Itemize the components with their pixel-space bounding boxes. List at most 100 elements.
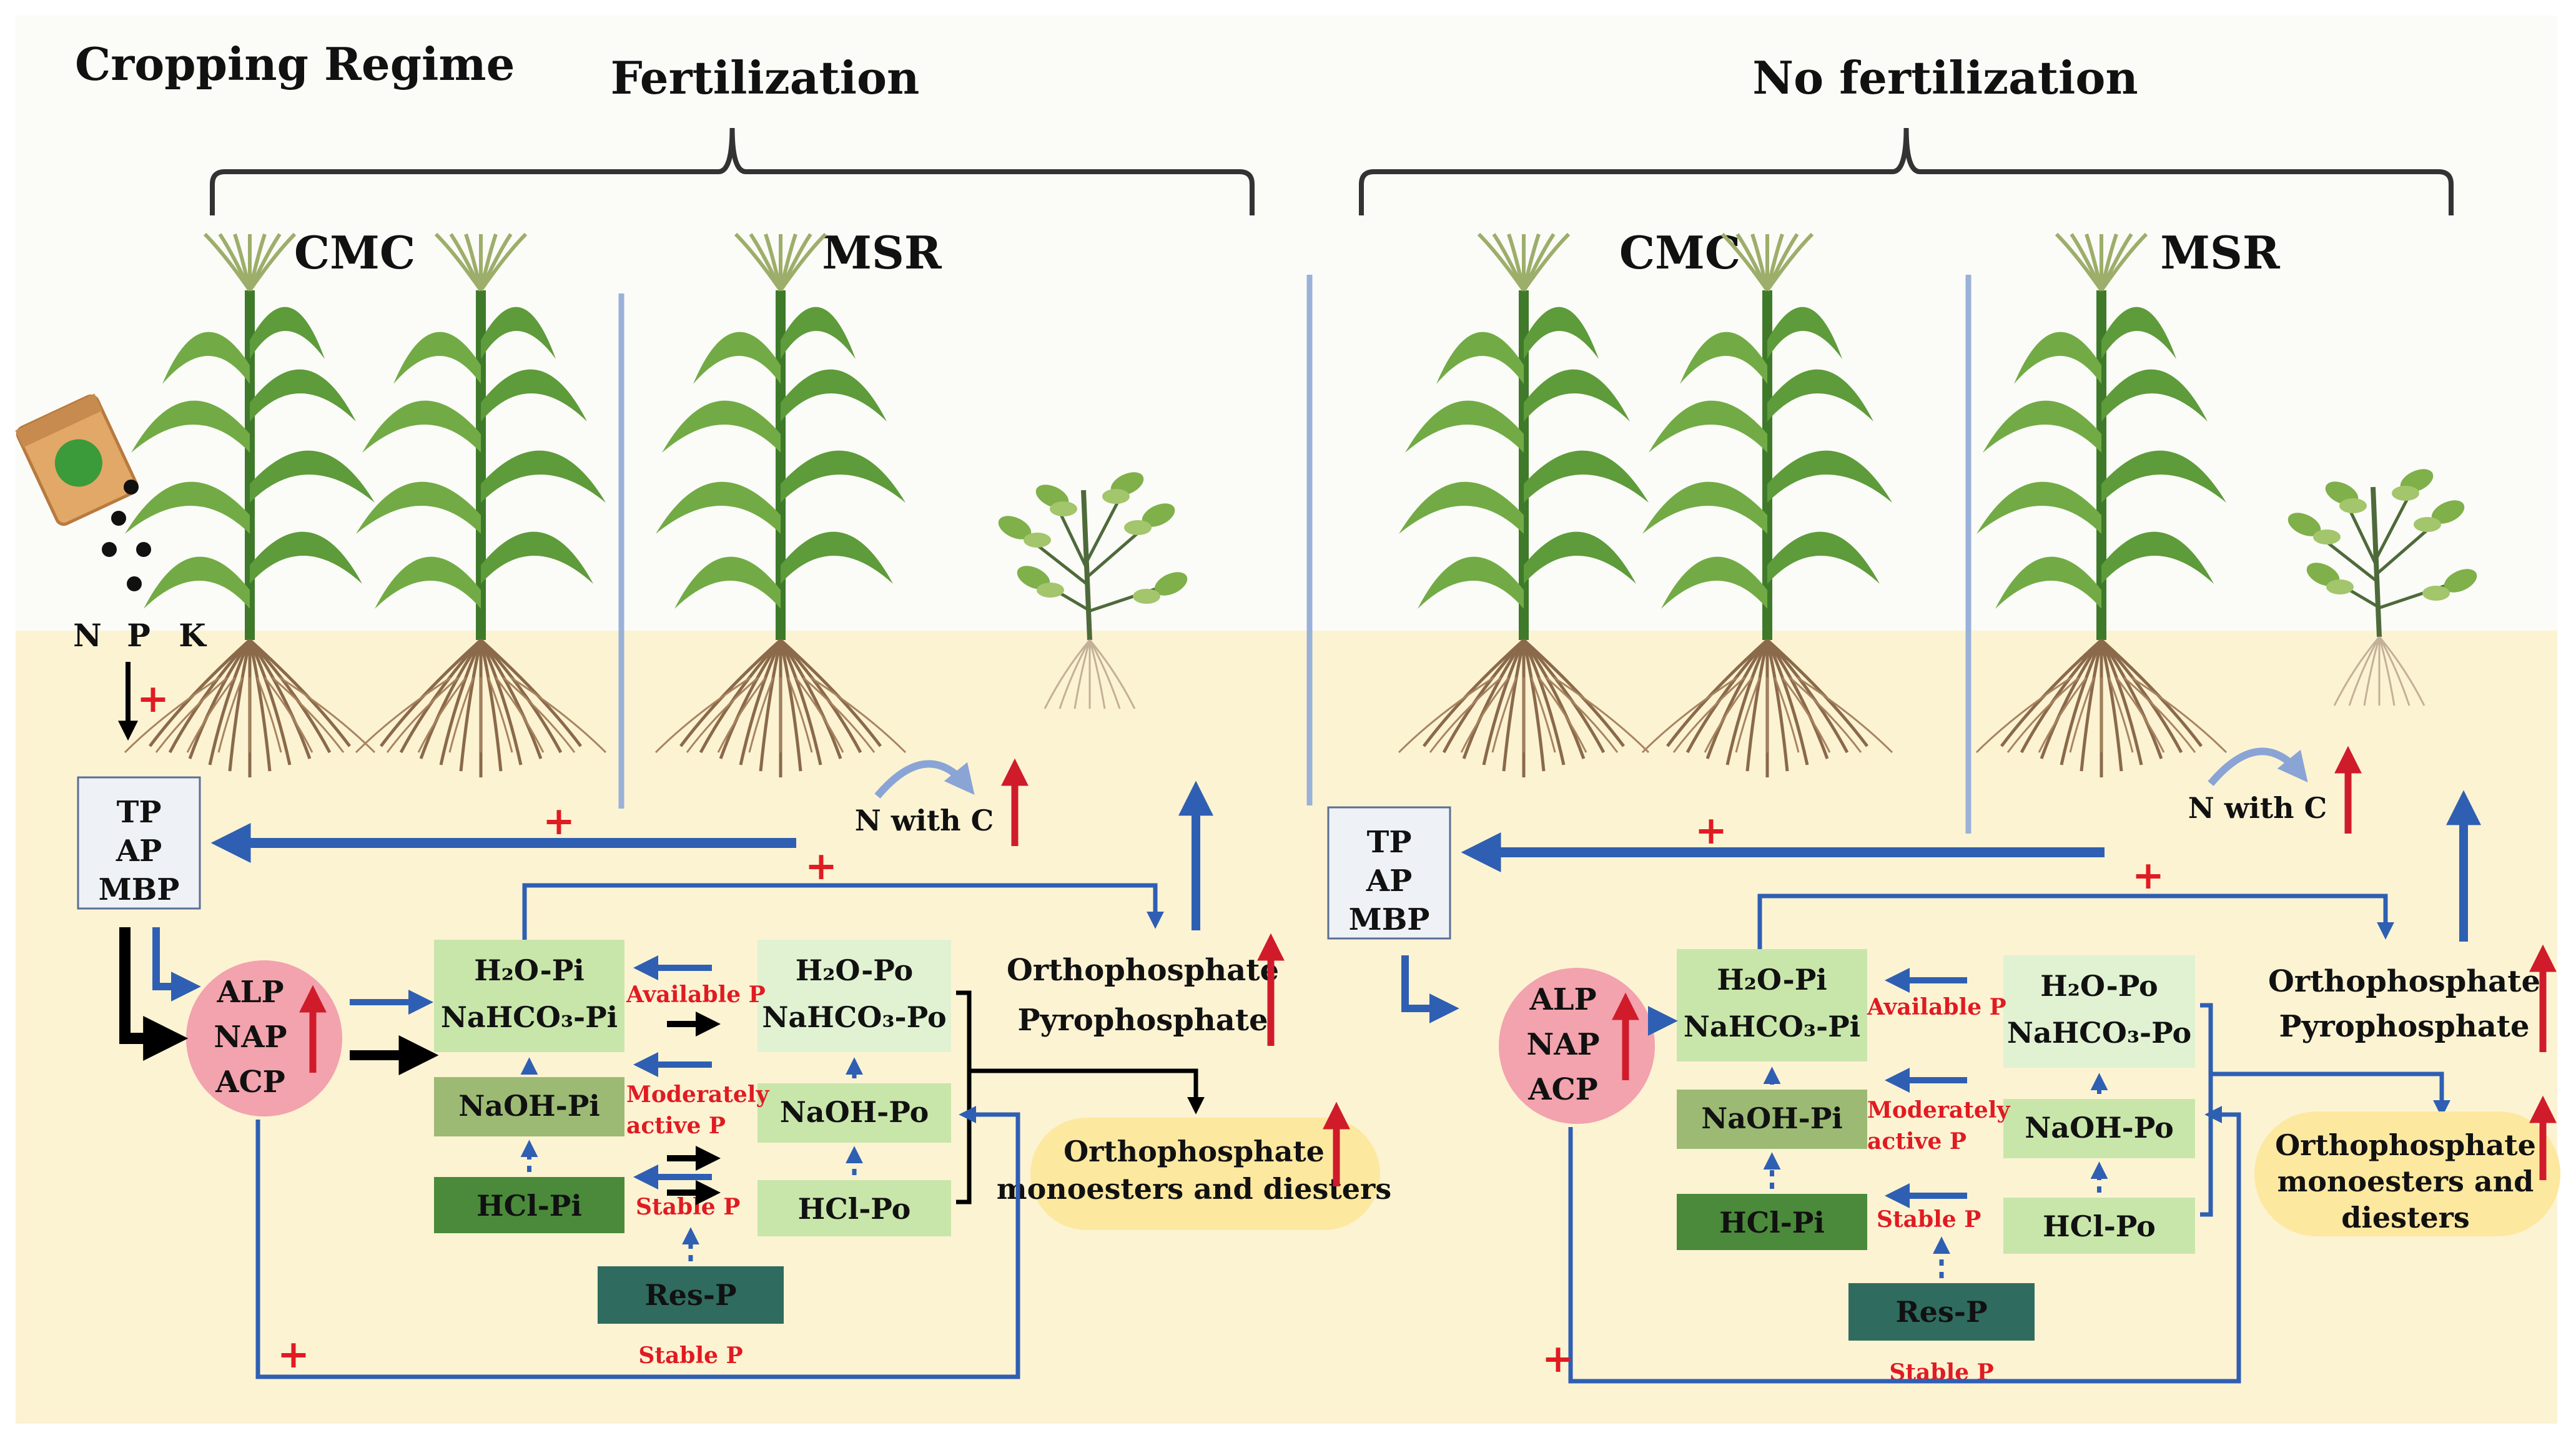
nofert-nahco3-po-label: NaHCO₃-Po [2007, 1016, 2191, 1050]
fert-monoesters-line-0: Orthophosphate [1063, 1135, 1325, 1168]
nofert-moderately-label: Moderately [1867, 1097, 2010, 1123]
fertilizer-granule [136, 542, 151, 557]
figure-title: Cropping Regime [75, 37, 515, 91]
fert-naoh-po-box [758, 1083, 951, 1143]
fert-n-with-c-cycle-icon [874, 760, 975, 799]
nofert-soil-pool-tp: TP [1367, 825, 1412, 860]
nofert-soil-pool-ap: AP [1366, 864, 1412, 899]
fert-cmc-maize-plant-1 [124, 232, 376, 777]
fert-soil-pool-mbp: MBP [99, 872, 180, 907]
fert-hcl-pi-label: HCl-Pi [476, 1189, 582, 1223]
nofert-soil-pool-box [1327, 806, 1451, 940]
fert-available-pi-box [434, 940, 624, 1052]
nofert-enzyme-alp: ALP [1529, 982, 1596, 1017]
fert-h2o-pi-label: H₂O-Pi [474, 953, 585, 987]
nofert-h2o-po-label: H₂O-Po [2040, 969, 2158, 1003]
fert-feedback-plus-1: + [543, 798, 575, 844]
fert-cmc-label: CMC [294, 226, 415, 279]
nofert-h2o-pi-label: H₂O-Pi [1717, 963, 1827, 997]
nofert-cmc-label: CMC [1619, 226, 1740, 279]
no-fertilization-heading: No fertilization [1752, 51, 2138, 104]
fert-available-po-box [758, 940, 951, 1052]
nofert-feedback-plus-2: + [2132, 852, 2164, 898]
nofert-enzyme-nap: NAP [1526, 1027, 1599, 1062]
nofert-pi-to-orthophosphate-connector [1757, 894, 2394, 949]
fert-naoh-pi-label: NaOH-Pi [458, 1089, 600, 1123]
nofert-hcl-po-box [2003, 1198, 2195, 1254]
npk-p: P [127, 617, 151, 654]
nofert-hcl-pi-box [1677, 1194, 1867, 1250]
nofert-bottom-feedback-loop [1568, 1106, 2241, 1384]
fert-naoh-pi-box [434, 1077, 624, 1136]
nofert-active-p-label: active P [1867, 1128, 1967, 1155]
fert-bottom-feedback-loop [255, 1106, 1020, 1379]
fertilizer-bag-icon [15, 393, 139, 526]
nofert-naoh-pi-box [1677, 1090, 1867, 1149]
nofert-naoh-po-label: NaOH-Po [2025, 1111, 2174, 1145]
fertilizer-granule [127, 576, 142, 591]
fert-po-to-monoesters-connector [969, 1068, 1205, 1115]
fert-soil-pool-to-enzyme-blue [152, 927, 201, 1002]
fert-res-p-box [598, 1266, 784, 1324]
fert-hcl-po-label: HCl-Po [798, 1192, 911, 1226]
nofert-available-pi-box [1677, 949, 1867, 1061]
fert-n-with-c-label: N with C [855, 804, 994, 837]
fertilizer-granule [102, 542, 117, 557]
nofert-monoesters-oval [2254, 1111, 2560, 1236]
nofert-soil-pool-to-enzyme-blue [1401, 955, 1459, 1023]
fert-msr-soybean-plant [998, 472, 1188, 709]
fert-enzyme-acp: ACP [215, 1065, 285, 1100]
fert-cmc-maize-plant-2 [355, 232, 607, 777]
nofert-orthophosphate-label: Orthophosphate [2268, 964, 2540, 999]
nofert-monoesters-line-1: monoesters and [2277, 1165, 2534, 1198]
fert-active-p-label: active P [626, 1113, 726, 1139]
fert-enzyme-nap: NAP [214, 1020, 287, 1055]
npk-n: N [73, 617, 102, 654]
fert-pi-to-orthophosphate-connector [522, 883, 1164, 940]
nofert-enzyme-acp: ACP [1527, 1072, 1598, 1107]
no-fertilization-brace [1359, 127, 2454, 215]
nofert-cmc-maize-plant-1 [1398, 232, 1650, 777]
fert-moderately-label: Moderately [626, 1081, 769, 1108]
fert-enzyme-alp: ALP [216, 975, 284, 1010]
fert-hcl-pi-box [434, 1177, 624, 1233]
nofert-available-p-label: Available P [1867, 994, 2006, 1020]
nofert-naoh-po-box [2003, 1099, 2195, 1158]
fert-h2o-po-label: H₂O-Po [796, 953, 914, 987]
nofert-nahco3-pi-label: NaHCO₃-Pi [1684, 1010, 1860, 1043]
fert-msr-label: MSR [822, 226, 942, 279]
fert-soil-pool-ap: AP [116, 834, 162, 869]
fert-available-p-label: Available P [626, 982, 766, 1008]
fert-hcl-po-box [758, 1180, 951, 1236]
fert-nahco3-po-label: NaHCO₃-Po [762, 1000, 946, 1034]
fert-stable-p-mid-label: Stable P [636, 1194, 740, 1220]
nofert-msr-maize-plant [1975, 232, 2228, 777]
fert-feedback-plus-2: + [805, 843, 837, 889]
nofert-msr-label: MSR [2160, 226, 2281, 279]
fert-nahco3-pi-label: NaHCO₃-Pi [441, 1000, 618, 1034]
fertilization-brace [210, 127, 1255, 215]
nofert-n-with-c-label: N with C [2188, 791, 2327, 825]
nofert-monoesters-line-2: diesters [2341, 1201, 2469, 1234]
fert-res-p-label: Res-P [644, 1278, 736, 1312]
nofert-hcl-po-label: HCl-Po [2043, 1209, 2156, 1243]
nofert-bottom-loop-plus: + [1542, 1336, 1574, 1381]
nofert-res-p-label: Res-P [1895, 1295, 1987, 1329]
fert-soil-pool-to-enzyme-black [119, 927, 189, 1061]
nofert-res-p-box [1848, 1283, 2035, 1341]
nofert-soil-pool-mbp: MBP [1349, 902, 1430, 937]
npk-k: K [179, 617, 207, 654]
fert-po-bracket [956, 990, 972, 1204]
nofert-monoesters-line-0: Orthophosphate [2275, 1128, 2536, 1162]
nofert-naoh-pi-label: NaOH-Pi [1701, 1101, 1843, 1135]
fert-soil-pool-box [77, 776, 201, 910]
fertilizer-granule [111, 511, 126, 526]
nofert-msr-soybean-plant [2287, 469, 2477, 706]
nofert-stable-p-mid-label: Stable P [1877, 1206, 1981, 1233]
fertilization-heading: Fertilization [611, 51, 920, 104]
fert-naoh-po-label: NaOH-Po [780, 1095, 929, 1129]
fert-monoesters-oval [1030, 1118, 1380, 1230]
fert-stable-p-bottom-label: Stable P [638, 1342, 743, 1369]
nofert-n-with-c-cycle-icon [2208, 747, 2308, 786]
